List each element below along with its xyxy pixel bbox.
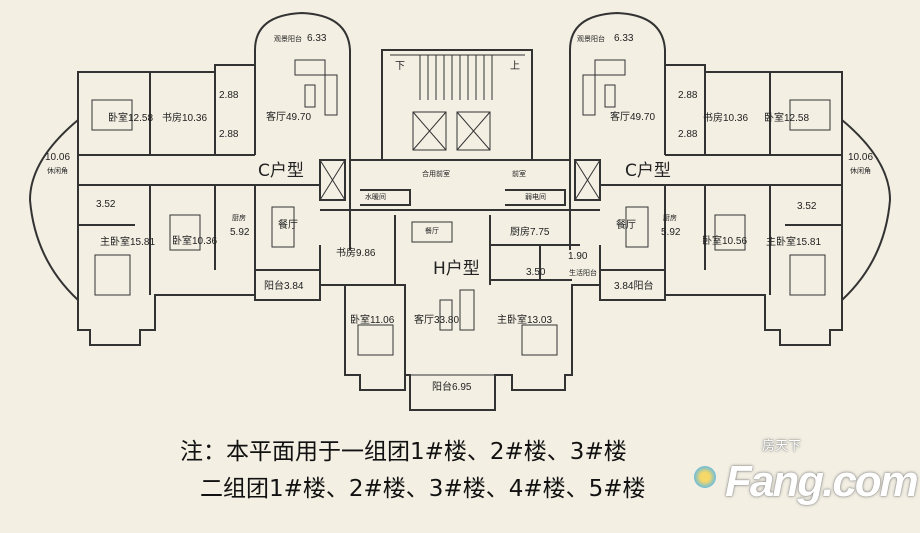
left-balcony-label: 阳台3.84 (264, 281, 304, 292)
h-master-bedroom-label: 主卧室13.03 (497, 315, 553, 326)
left-dining-label: 餐厅 (278, 220, 298, 231)
left-study-label: 书房10.36 (162, 113, 208, 124)
h-bedroom-label: 卧室11.06 (350, 315, 395, 326)
h-service-balcony-area: 1.90 (568, 251, 588, 262)
core-walls (350, 49, 570, 206)
h-dining-label: 餐厅 (425, 228, 439, 235)
note-line-1: 注：本平面用于一组团1#楼、2#楼、3#楼 (180, 439, 627, 465)
left-bath1-area: 2.88 (219, 90, 239, 101)
left-bedroom2-label: 卧室10.36 (172, 236, 218, 247)
furniture-symbols (91, 59, 831, 356)
right-balcony-label: 3.84阳台 (614, 281, 654, 292)
watermark-cn: 房天下 (762, 439, 802, 454)
left-leisure-label: 休闲角 (47, 168, 68, 175)
left-unit-type: C户型 (258, 161, 304, 181)
right-bath2-area: 2.88 (678, 129, 698, 140)
h-service-balcony-label: 生活阳台 (569, 270, 597, 277)
left-unit-walls (28, 11, 351, 346)
logo-icon (694, 466, 716, 488)
right-study-label: 书房10.36 (703, 113, 749, 124)
right-master-bath-area: 3.52 (797, 201, 817, 212)
left-bath2-area: 2.88 (219, 129, 239, 140)
left-kitchen-area: 5.92 (230, 227, 250, 238)
right-bedroom-label: 卧室12.58 (764, 113, 810, 124)
watermark-en: Fang.com (725, 457, 919, 506)
right-master-bedroom-label: 主卧室15.81 (766, 237, 822, 248)
lobby-label: 前室 (512, 171, 526, 178)
left-bedroom-label: 卧室12.58 (108, 113, 154, 124)
right-view-balcony-area: 6.33 (614, 33, 634, 44)
left-view-balcony-label: 观景阳台 (274, 36, 302, 43)
h-bath-area: 3.50 (526, 267, 546, 278)
right-leisure-label: 休闲角 (850, 168, 871, 175)
left-kitchen-label: 厨房 (232, 215, 246, 222)
left-master-bath-area: 3.52 (96, 199, 116, 210)
right-kitchen-area: 5.92 (661, 227, 681, 238)
left-living-label: 客厅49.70 (266, 112, 312, 123)
right-view-balcony-label: 观景阳台 (577, 36, 605, 43)
right-kitchen-label: 厨房 (663, 215, 677, 222)
plumbing-room-label: 水暖间 (365, 194, 386, 201)
stair-up-label: 上 (510, 61, 520, 72)
h-balcony-label: 阳台6.95 (432, 382, 472, 393)
h-unit-type: H户型 (433, 259, 480, 279)
electrical-room-label: 弱电间 (525, 194, 546, 201)
stair-down-label: 下 (395, 61, 405, 72)
left-master-bedroom-label: 主卧室15.81 (100, 237, 156, 248)
right-dining-label: 餐厅 (616, 220, 636, 231)
shared-lobby-label: 合用前室 (422, 171, 450, 178)
note-line-2: 二组团1#楼、2#楼、3#楼、4#楼、5#楼 (200, 476, 646, 502)
right-unit-type: C户型 (625, 161, 671, 181)
right-bedroom2-label: 卧室10.56 (702, 236, 748, 247)
balcony-railings (254, 270, 666, 300)
right-unit-walls (569, 11, 892, 346)
right-living-label: 客厅49.70 (610, 112, 656, 123)
h-study-label: 书房9.86 (336, 248, 376, 259)
h-kitchen-label: 厨房7.75 (510, 227, 550, 238)
left-leisure-area: 10.06 (45, 152, 71, 163)
right-bath1-area: 2.88 (678, 90, 698, 101)
right-leisure-area: 10.06 (848, 152, 874, 163)
left-view-balcony-area: 6.33 (307, 33, 327, 44)
center-unit-walls (319, 209, 601, 411)
h-living-label: 客厅33.80 (414, 315, 460, 326)
